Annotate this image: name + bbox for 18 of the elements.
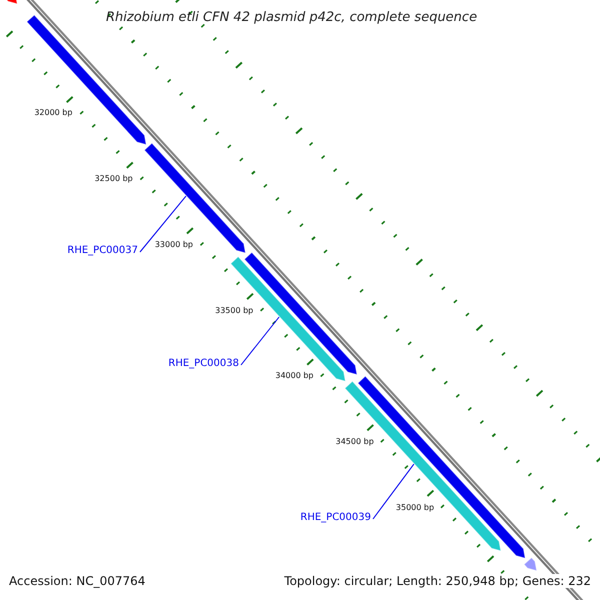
tick-label: 34500 bp [336, 437, 374, 446]
gene-label: RHE_PC00039 [300, 512, 371, 523]
gene-feature [144, 142, 246, 254]
gene-feature [524, 557, 538, 572]
topology-text: Topology: circular; Length: 250,948 bp; Genes: 232 [284, 574, 591, 588]
gene-label: RHE_PC00038 [168, 358, 239, 369]
tick-label: 33500 bp [215, 306, 254, 315]
leader-line [372, 464, 414, 520]
tick-label: 32000 bp [34, 108, 72, 118]
gene-label: RHE_PC00037 [67, 245, 138, 256]
tick-label: 33000 bp [154, 240, 193, 249]
tick-label: 35000 bp [396, 502, 434, 512]
map-title: Rhizobium etli CFN 42 plasmid p42c, complete sequence [106, 10, 478, 25]
tick-label: 32500 bp [94, 174, 133, 184]
leader-line [240, 316, 280, 366]
tick-label: 34000 bp [275, 371, 314, 380]
accession-text: Accession: NC_007764 [9, 574, 146, 588]
leader-line [140, 196, 186, 252]
